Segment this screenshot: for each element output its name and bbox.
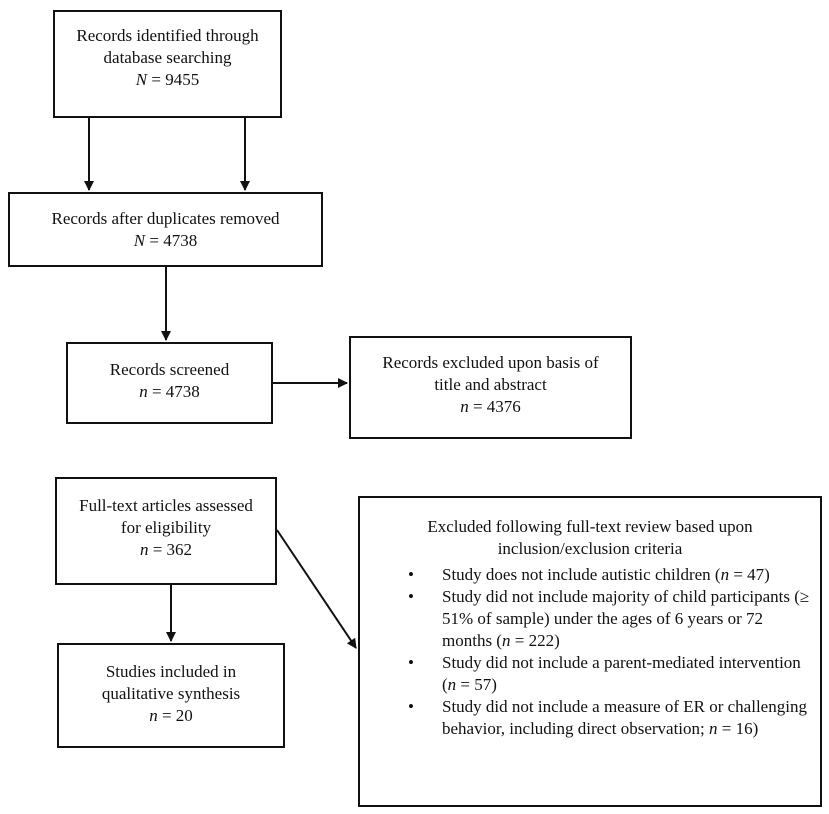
count-value: = 4376: [468, 397, 521, 416]
records-identified-label-line1: Records identified through: [76, 26, 259, 45]
bullet-icon: •: [408, 587, 414, 606]
records-screened-label: Records screened: [109, 360, 230, 379]
count-variable: n: [720, 565, 730, 584]
records-screened-box: Records screened n = 4738: [66, 342, 273, 424]
exclusion-criteria-list: • Study does not include autistic childre…: [360, 564, 820, 740]
records-identified-count: N = 9455: [55, 69, 280, 91]
exclusion-criterion: • Study did not include a parent-mediated…: [360, 652, 820, 696]
studies-included-box: Studies included in qualitative synthesi…: [57, 643, 285, 748]
excluded-fulltext-title-line1: Excluded following full-text review base…: [427, 517, 753, 536]
count-value: = 4738: [147, 382, 200, 401]
studies-included-label-line2: qualitative synthesis: [101, 684, 241, 703]
records-after-duplicates-box: Records after duplicates removed N = 473…: [8, 192, 323, 267]
fulltext-assessed-label-line1: Full-text articles assessed: [79, 496, 253, 515]
count-value: = 20: [157, 706, 193, 725]
count-value: = 4738: [145, 231, 198, 250]
count-variable: n: [460, 397, 469, 416]
exclusion-criterion: • Study did not include majority of child…: [360, 586, 820, 652]
records-excluded-count: n = 4376: [351, 396, 630, 418]
records-excluded-label-line2: title and abstract: [434, 375, 547, 394]
criterion-text: Study did not include a measure of ER or…: [442, 697, 807, 738]
count-variable: n: [501, 631, 511, 650]
count-variable: N: [135, 70, 148, 89]
records-after-duplicates-label: Records after duplicates removed: [51, 209, 280, 228]
exclusion-criterion: • Study did not include a measure of ER o…: [360, 696, 820, 740]
count-variable: n: [139, 382, 148, 401]
criterion-text: Study did not include majority of child …: [442, 587, 810, 650]
excluded-fulltext-box: Excluded following full-text review base…: [358, 496, 822, 807]
count-variable: n: [447, 675, 457, 694]
criterion-count: = 47): [729, 565, 770, 584]
records-after-duplicates-count: N = 4738: [10, 230, 321, 252]
fulltext-assessed-count: n = 362: [57, 539, 275, 561]
records-excluded-label-line1: Records excluded upon basis of: [382, 353, 599, 372]
bullet-icon: •: [408, 697, 414, 716]
fulltext-assessed-label-line2: for eligibility: [120, 518, 212, 537]
bullet-icon: •: [408, 565, 414, 584]
records-excluded-title-abstract-box: Records excluded upon basis of title and…: [349, 336, 632, 439]
count-value: = 9455: [147, 70, 200, 89]
count-value: = 362: [148, 540, 193, 559]
records-identified-label-line2: database searching: [103, 48, 232, 67]
criterion-text: Study did not include a parent-mediated …: [442, 653, 801, 694]
criterion-count: = 57): [456, 675, 497, 694]
exclusion-criterion: • Study does not include autistic childre…: [360, 564, 820, 586]
studies-included-label-line1: Studies included in: [105, 662, 237, 681]
criterion-count: = 222): [510, 631, 560, 650]
count-variable: n: [149, 706, 158, 725]
criterion-count: = 16): [717, 719, 759, 738]
records-identified-box: Records identified through database sear…: [53, 10, 282, 118]
count-variable: N: [133, 231, 146, 250]
records-screened-count: n = 4738: [68, 381, 271, 403]
bullet-icon: •: [408, 653, 414, 672]
count-variable: n: [139, 540, 149, 559]
count-variable: n: [709, 719, 718, 738]
criterion-text: Study does not include autistic children…: [442, 565, 721, 584]
fulltext-assessed-box: Full-text articles assessed for eligibil…: [55, 477, 277, 585]
excluded-fulltext-title-line2: inclusion/exclusion criteria: [497, 539, 683, 558]
arrow-fulltext-to-excluded: [276, 529, 357, 649]
studies-included-count: n = 20: [59, 705, 283, 727]
